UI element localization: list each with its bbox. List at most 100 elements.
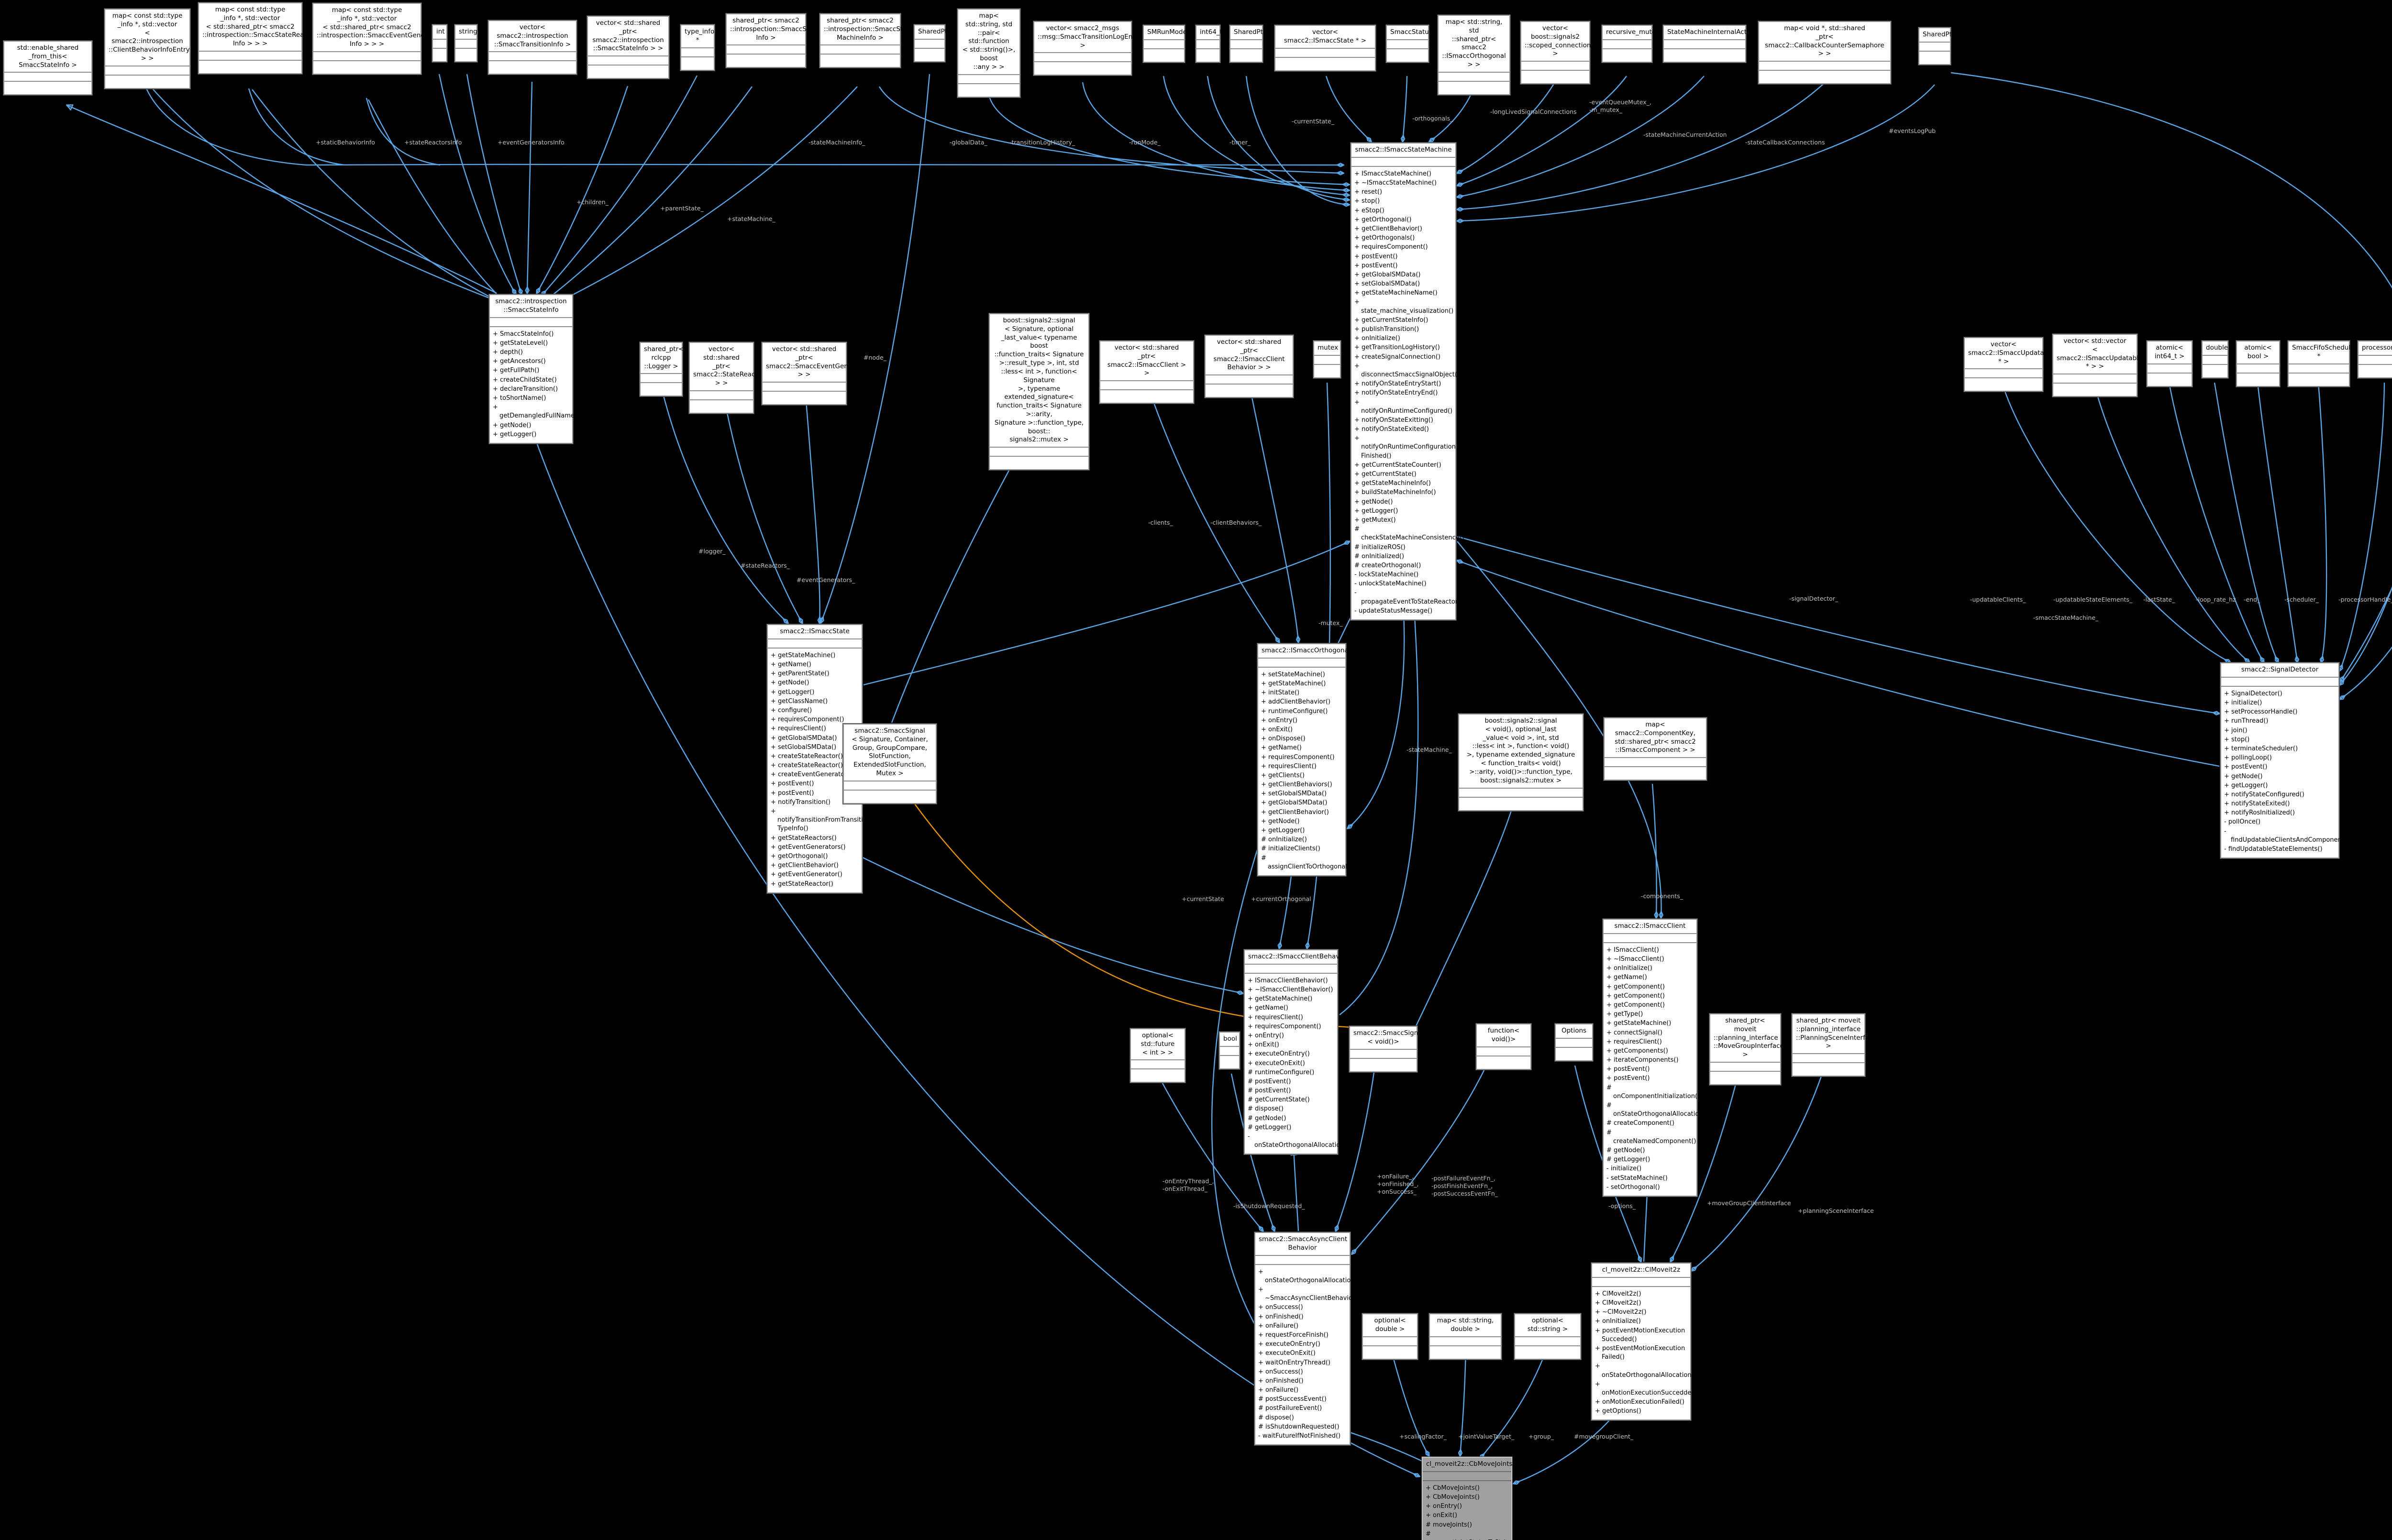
class-box-bool[interactable]: bool: [1219, 1032, 1240, 1069]
class-box-cbmovejoints[interactable]: cl_moveit2z::CbMoveJoints+ CbMoveJoints(…: [1422, 1457, 1518, 1540]
class-box-sp-planningsceneinterface[interactable]: shared_ptr< moveit ::planning_interface …: [1792, 1013, 1877, 1077]
class-box-vec-ismaccclientbehavior[interactable]: vector< std::shared _ptr< smacc2::ISmacc…: [1205, 335, 1294, 398]
class-box-map-callbacksemaphore[interactable]: map< void *, std::shared _ptr< smacc2::C…: [1758, 21, 1891, 85]
edge-use-4: [146, 82, 495, 300]
class-box-opt-double[interactable]: optional< double >: [1362, 1313, 1418, 1360]
attributes-compartment: [455, 40, 476, 49]
class-box-double[interactable]: double: [2202, 341, 2228, 378]
class-box-vec-ismaccstate[interactable]: vector< smacc2::ISmaccState * >: [1274, 25, 1376, 71]
class-box-vec-ismaccclient[interactable]: vector< std::shared _ptr< smacc2::ISmacc…: [1099, 341, 1194, 404]
member: + initialize(): [2224, 699, 2262, 706]
class-box-type-info[interactable]: type_info *: [680, 24, 715, 71]
member: + requestForceFinish(): [1258, 1331, 1329, 1339]
class-box-ismaccorthogonal[interactable]: smacc2::ISmaccOrthogonal+ setStateMachin…: [1257, 643, 1352, 876]
methods-compartment: + ClMoveit2z()+ ClMoveit2z()+ ~ClMoveit2…: [1592, 1287, 1700, 1420]
class-box-vec-statereactor[interactable]: vector< std::shared _ptr< smacc2::StateR…: [689, 342, 764, 414]
member: + createStateReactor(): [771, 752, 843, 760]
methods-compartment: [1387, 49, 1428, 62]
class-box-vec-updatable[interactable]: vector< smacc2::ISmaccUpdatable * >: [1964, 337, 2054, 392]
class-box-vec-vec-updatable[interactable]: vector< std::vector < smacc2::ISmaccUpda…: [2052, 334, 2142, 397]
member: + getStateMachineName(): [1354, 289, 1438, 297]
member: + eStop(): [1354, 207, 1384, 214]
class-box-sharedptr-b[interactable]: SharedPtr: [1229, 25, 1266, 63]
class-box-processor-handle[interactable]: processor_handle: [2358, 341, 2392, 378]
class-box-sharedptr-c[interactable]: SharedPtr: [1918, 27, 1955, 65]
attributes-compartment: [433, 40, 446, 49]
class-box-map-string-double[interactable]: map< std::string, double >: [1429, 1313, 1502, 1360]
class-box-statemachineinternalaction[interactable]: StateMachineInternalAction: [1663, 25, 1757, 63]
class-box-ismaccclientbehavior[interactable]: smacc2::ISmaccClientBehavior+ ISmaccClie…: [1244, 949, 1349, 1155]
class-box-enable-shared[interactable]: std::enable_shared _from_this< SmaccStat…: [3, 41, 92, 96]
class-box-function-void[interactable]: function< void()>: [1476, 1023, 1531, 1070]
class-box-map-orthogonals[interactable]: map< std::string, std ::shared_ptr< smac…: [1438, 15, 1510, 95]
class-title: optional< std::future < int > >: [1131, 1029, 1185, 1061]
class-box-map-eventgeneratorinfo[interactable]: map< const std::type _info *, std::vecto…: [312, 3, 441, 75]
member: + SmaccStateInfo(): [493, 330, 554, 338]
attributes-compartment: [1459, 789, 1583, 798]
class-box-map-components[interactable]: map< smacc2::ComponentKey, std::shared_p…: [1604, 717, 1707, 781]
class-box-smaccstateinfo[interactable]: smacc2::introspection ::SmaccStateInfo+ …: [489, 294, 579, 444]
edge-use-70: [1692, 1057, 1828, 1271]
class-box-smrunmode[interactable]: SMRunMode: [1143, 25, 1187, 63]
class-box-options[interactable]: Options: [1555, 1023, 1593, 1061]
class-box-vec-eventgenerator[interactable]: vector< std::shared _ptr< smacc2::SmaccE…: [762, 342, 868, 406]
edge-label: -timer_: [1229, 139, 1251, 146]
class-box-map-statereactorinfo[interactable]: map< const std::type _info *, std::vecto…: [198, 2, 317, 75]
edge-use-9: [527, 81, 533, 293]
class-box-signaldetector[interactable]: smacc2::SignalDetector+ SignalDetector()…: [2220, 662, 2352, 859]
member: + setGlobalSMData(): [1261, 790, 1327, 798]
edge-label: #logger_: [698, 548, 726, 555]
methods-compartment: [1556, 1048, 1592, 1060]
class-box-smaccfifoscheduler[interactable]: SmaccFifoScheduler *: [2288, 341, 2357, 387]
attributes-compartment: [1515, 1337, 1580, 1346]
member: # checkStateMachineConsistence(): [1354, 526, 1464, 542]
class-box-vec-transitionlog[interactable]: vector< smacc2_msgs ::msg::SmaccTransiti…: [1033, 21, 1141, 76]
member: + onInitialize(): [1606, 965, 1652, 972]
class-box-smaccsignal-template[interactable]: smacc2::SmaccSignal < Signature, Contain…: [843, 724, 937, 804]
member: + requiresClient(): [1261, 762, 1317, 770]
class-box-ismaccclient[interactable]: smacc2::ISmaccClient+ ISmaccClient()+ ~I…: [1603, 919, 1708, 1197]
class-box-smaccasyncclientbehavior[interactable]: smacc2::SmaccAsyncClient Behavior+ onSta…: [1254, 1232, 1360, 1446]
class-box-vec-transitioninfo[interactable]: vector< smacc2::introspection ::SmaccTra…: [488, 20, 577, 75]
member: + createStateReactor(): [771, 762, 843, 770]
member: + setGlobalSMData(): [771, 743, 837, 751]
class-box-smaccstatus[interactable]: SmaccStatus: [1386, 25, 1432, 63]
attributes-compartment: [844, 781, 936, 791]
member: - initialize(): [1606, 1165, 1642, 1173]
class-box-recursive-mutex[interactable]: recursive_mutex: [1602, 25, 1660, 63]
member: + notifyTransition(): [771, 798, 831, 806]
class-box-sp-logger[interactable]: shared_ptr< rclcpp ::Logger >: [640, 342, 684, 397]
member: # getNode(): [1606, 1146, 1645, 1154]
class-box-boost-signal-template[interactable]: boost::signals2::signal < Signature, opt…: [989, 313, 1089, 471]
class-box-boost-signal-void[interactable]: boost::signals2::signal < void(), option…: [1458, 714, 1584, 811]
class-box-atomic-int64[interactable]: atomic< int64_t >: [2147, 341, 2193, 387]
class-box-map-clientbehaviorinfo[interactable]: map< const std::type _info *, std::vecto…: [104, 9, 190, 89]
class-box-ismaccstatemachine[interactable]: smacc2::ISmaccStateMachine+ ISmaccStateM…: [1351, 143, 1466, 620]
methods-compartment: [105, 76, 189, 88]
class-box-clmoveit2z[interactable]: cl_moveit2z::ClMoveit2z+ ClMoveit2z()+ C…: [1591, 1263, 1700, 1421]
class-box-opt-future[interactable]: optional< std::future < int > >: [1130, 1028, 1185, 1083]
class-box-int[interactable]: int: [432, 24, 447, 62]
class-box-string[interactable]: string: [454, 24, 477, 62]
methods-compartment: [1515, 1346, 1580, 1359]
class-box-sp-stateinfo[interactable]: shared_ptr< smacc2 ::introspection::Smac…: [726, 13, 819, 68]
member: + getClientBehavior(): [1354, 225, 1422, 232]
member: # onStateOrthogonalAllocation(): [1606, 1102, 1708, 1118]
class-box-sharedptr-a[interactable]: SharedPtr: [914, 24, 950, 62]
class-box-sp-statemachineinfo[interactable]: shared_ptr< smacc2 ::introspection::Smac…: [819, 13, 913, 68]
class-box-vec-scopedconnection[interactable]: vector< boost::signals2 ::scoped_connect…: [1520, 21, 1591, 85]
class-box-opt-string[interactable]: optional< std::string >: [1514, 1313, 1581, 1360]
class-box-atomic-bool[interactable]: atomic< bool >: [2236, 341, 2280, 387]
member: + getClients(): [1261, 771, 1305, 779]
class-box-int64[interactable]: int64_t: [1196, 25, 1222, 63]
class-title: SharedPtr: [1230, 26, 1266, 40]
class-title: smacc2::ISmaccOrthogonal: [1258, 644, 1351, 659]
edge-label: -mutex_: [1318, 619, 1343, 627]
member: + onFinished(): [1258, 1313, 1304, 1320]
class-box-sp-movegroupinterface[interactable]: shared_ptr< moveit ::planning_interface …: [1709, 1013, 1784, 1086]
class-box-mutex[interactable]: mutex: [1313, 341, 1341, 378]
class-box-smaccsignal-void[interactable]: smacc2::SmaccSignal < void()>: [1349, 1026, 1424, 1072]
methods-compartment: [990, 457, 1088, 469]
class-box-vec-childstates[interactable]: vector< std::shared _ptr< smacc2::intros…: [587, 16, 669, 79]
class-box-map-globaldata[interactable]: map< std::string, std ::pair< std::funct…: [957, 9, 1020, 98]
